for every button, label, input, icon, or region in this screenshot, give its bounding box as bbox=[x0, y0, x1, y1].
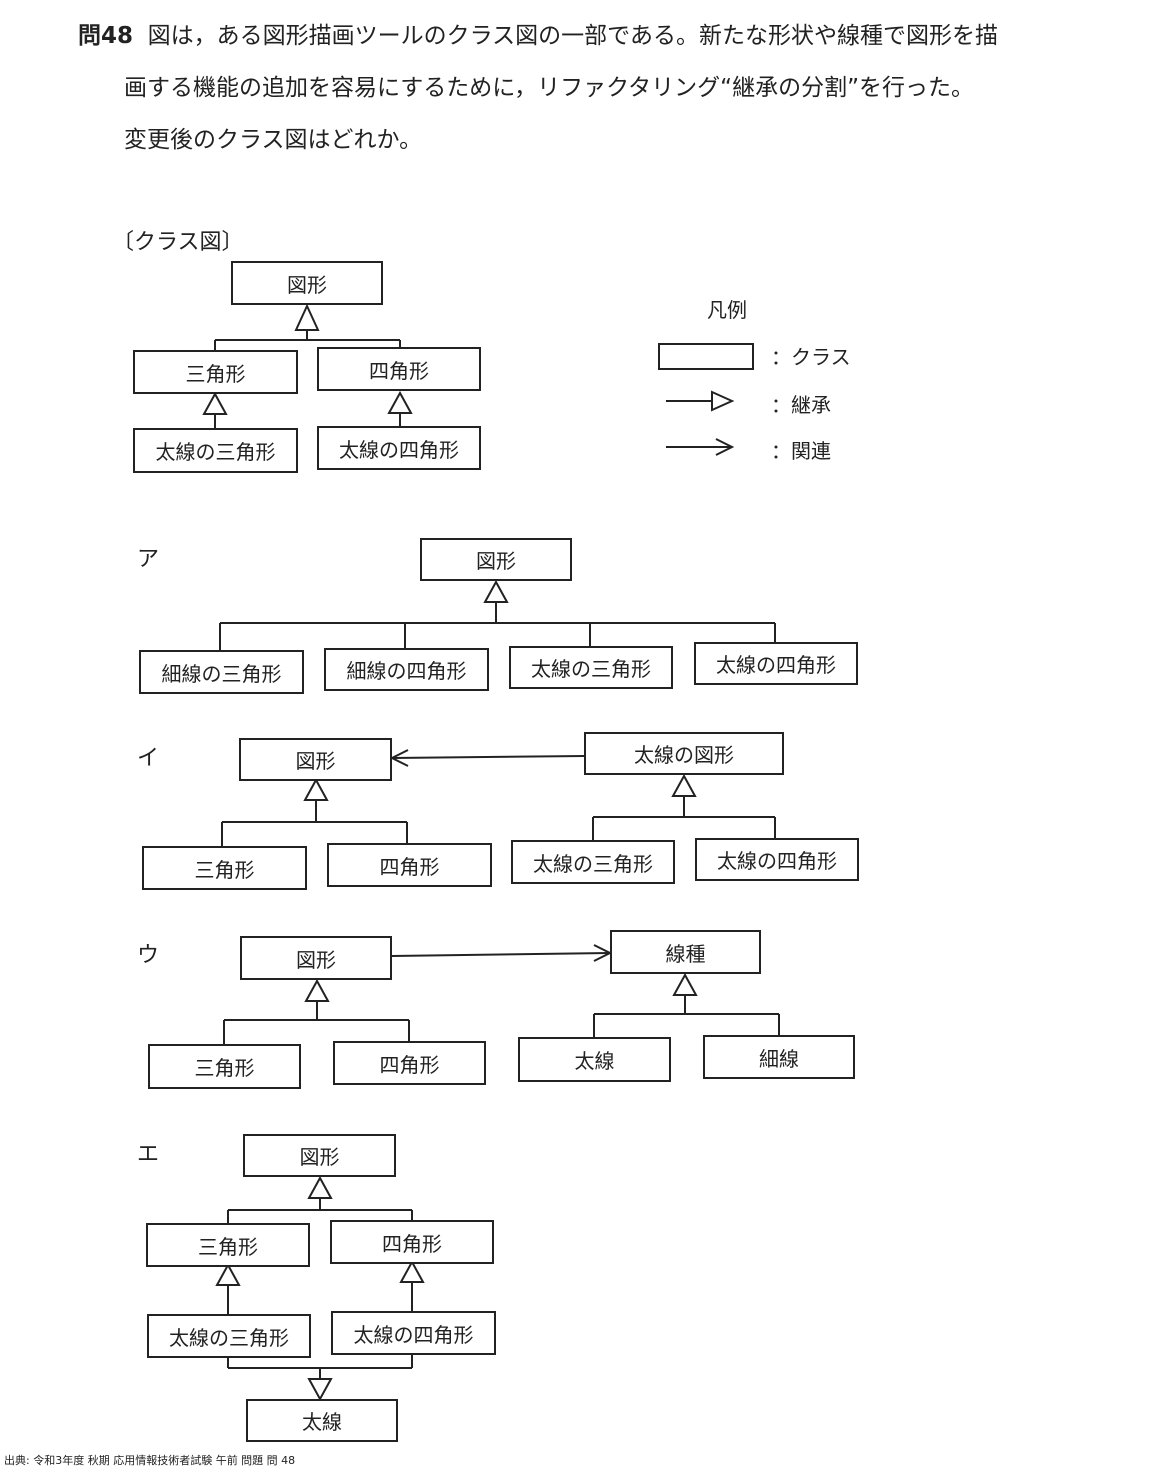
source-footer: 出典: 令和3年度 秋期 応用情報技術者試験 午前 問題 問 48 bbox=[4, 1454, 296, 1467]
question-line-2: 画する機能の追加を容易にするために，リファクタリング“継承の分割”を行った。 bbox=[124, 75, 974, 101]
choice-e-square: 四角形 bbox=[330, 1220, 494, 1264]
legend-class-box bbox=[658, 343, 754, 370]
choice-e-thick-triangle: 太線の三角形 bbox=[147, 1314, 311, 1358]
choice-e-triangle: 三角形 bbox=[146, 1223, 310, 1267]
choice-u-figure: 図形 bbox=[240, 936, 392, 980]
legend-title: 凡例 bbox=[707, 298, 747, 322]
choice-a-thick-square: 太線の四角形 bbox=[694, 642, 858, 685]
choice-u-label: ウ bbox=[137, 943, 160, 968]
class-thick-square: 太線の四角形 bbox=[317, 426, 481, 470]
choice-a-thick-triangle: 太線の三角形 bbox=[509, 646, 673, 689]
choice-e-thick: 太線 bbox=[246, 1399, 398, 1442]
choice-a-label: ア bbox=[137, 547, 160, 572]
choice-i-thick-square: 太線の四角形 bbox=[695, 838, 859, 881]
legend-class-text: ：クラス bbox=[771, 345, 851, 369]
choice-u-thin: 細線 bbox=[703, 1035, 855, 1079]
class-square: 四角形 bbox=[317, 347, 481, 391]
legend-assoc-text: ：関連 bbox=[771, 439, 831, 463]
question-line-1: 問48 図は，ある図形描画ツールのクラス図の一部である。新たな形状や線種で図形を… bbox=[78, 10, 998, 63]
choice-u-triangle: 三角形 bbox=[148, 1044, 301, 1089]
choice-e-figure: 図形 bbox=[243, 1134, 396, 1177]
choice-i-label: イ bbox=[137, 746, 160, 771]
question-line-3: 変更後のクラス図はどれか。 bbox=[124, 127, 423, 153]
class-triangle: 三角形 bbox=[133, 350, 298, 394]
choice-a-thin-triangle: 細線の三角形 bbox=[139, 650, 304, 694]
choice-i-square: 四角形 bbox=[327, 843, 492, 887]
choice-e-label: エ bbox=[137, 1142, 160, 1167]
choice-i-thick-triangle: 太線の三角形 bbox=[511, 840, 675, 884]
question-number: 問48 bbox=[78, 23, 134, 49]
choice-i-thick-figure: 太線の図形 bbox=[584, 732, 784, 775]
legend-inherit-text: ：継承 bbox=[771, 393, 831, 417]
choice-i-triangle: 三角形 bbox=[142, 846, 307, 890]
choice-u-thick: 太線 bbox=[518, 1037, 671, 1082]
choice-e-thick-square: 太線の四角形 bbox=[331, 1311, 496, 1355]
choice-i-figure: 図形 bbox=[239, 738, 392, 781]
choice-u-square: 四角形 bbox=[333, 1041, 486, 1085]
class-figure: 図形 bbox=[231, 261, 383, 305]
diagram-label: 〔クラス図〕 bbox=[112, 230, 244, 255]
choice-a-figure: 図形 bbox=[420, 538, 572, 581]
choice-u-line-type: 線種 bbox=[610, 930, 761, 974]
class-thick-triangle: 太線の三角形 bbox=[133, 428, 298, 473]
question-text-1: 図は，ある図形描画ツールのクラス図の一部である。新たな形状や線種で図形を描 bbox=[147, 23, 998, 49]
choice-a-thin-square: 細線の四角形 bbox=[324, 648, 489, 691]
